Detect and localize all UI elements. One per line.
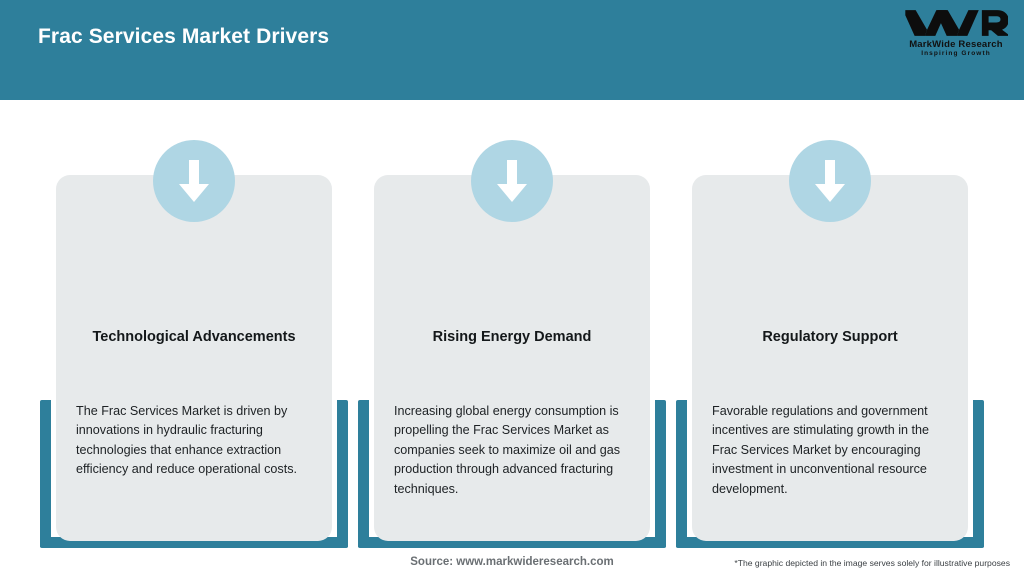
page-title: Frac Services Market Drivers [38,25,330,48]
driver-cards-container: Technological Advancements The Frac Serv… [0,100,1024,576]
down-arrow-glyph [815,160,845,202]
down-arrow-icon [153,140,235,222]
card-title: Rising Energy Demand [432,329,592,345]
card-bracket [358,400,666,548]
down-arrow-glyph [179,160,209,202]
card-bracket [40,400,348,548]
card-body-text: The Frac Services Market is driven by in… [76,404,297,477]
down-arrow-icon [471,140,553,222]
driver-card-3: Regulatory Support Favorable regulations… [670,100,990,576]
driver-card-1: Technological Advancements The Frac Serv… [34,100,354,576]
disclaimer-label: *The graphic depicted in the image serve… [734,558,1010,568]
card-panel: Technological Advancements The Frac Serv… [56,175,332,541]
brand-logo: MarkWide Research Inspiring Growth [902,8,1010,66]
page-header: Frac Services Market Drivers MarkWide Re… [0,0,1024,100]
source-label: Source: www.markwideresearch.com [410,556,614,568]
mwr-logo-icon [905,10,1008,36]
card-panel: Rising Energy Demand Increasing global e… [374,175,650,541]
card-panel: Regulatory Support Favorable regulations… [692,175,968,541]
card-body-text: Increasing global energy consumption is … [394,404,621,496]
card-body-text: Favorable regulations and government inc… [712,404,930,496]
card-title: Technological Advancements [92,329,296,345]
logo-tagline: Inspiring Growth [921,50,991,57]
card-title: Regulatory Support [762,329,898,345]
logo-company-name: MarkWide Research [909,39,1003,50]
card-bracket [676,400,984,548]
down-arrow-glyph [497,160,527,202]
driver-card-2: Rising Energy Demand Increasing global e… [352,100,672,576]
down-arrow-icon [789,140,871,222]
